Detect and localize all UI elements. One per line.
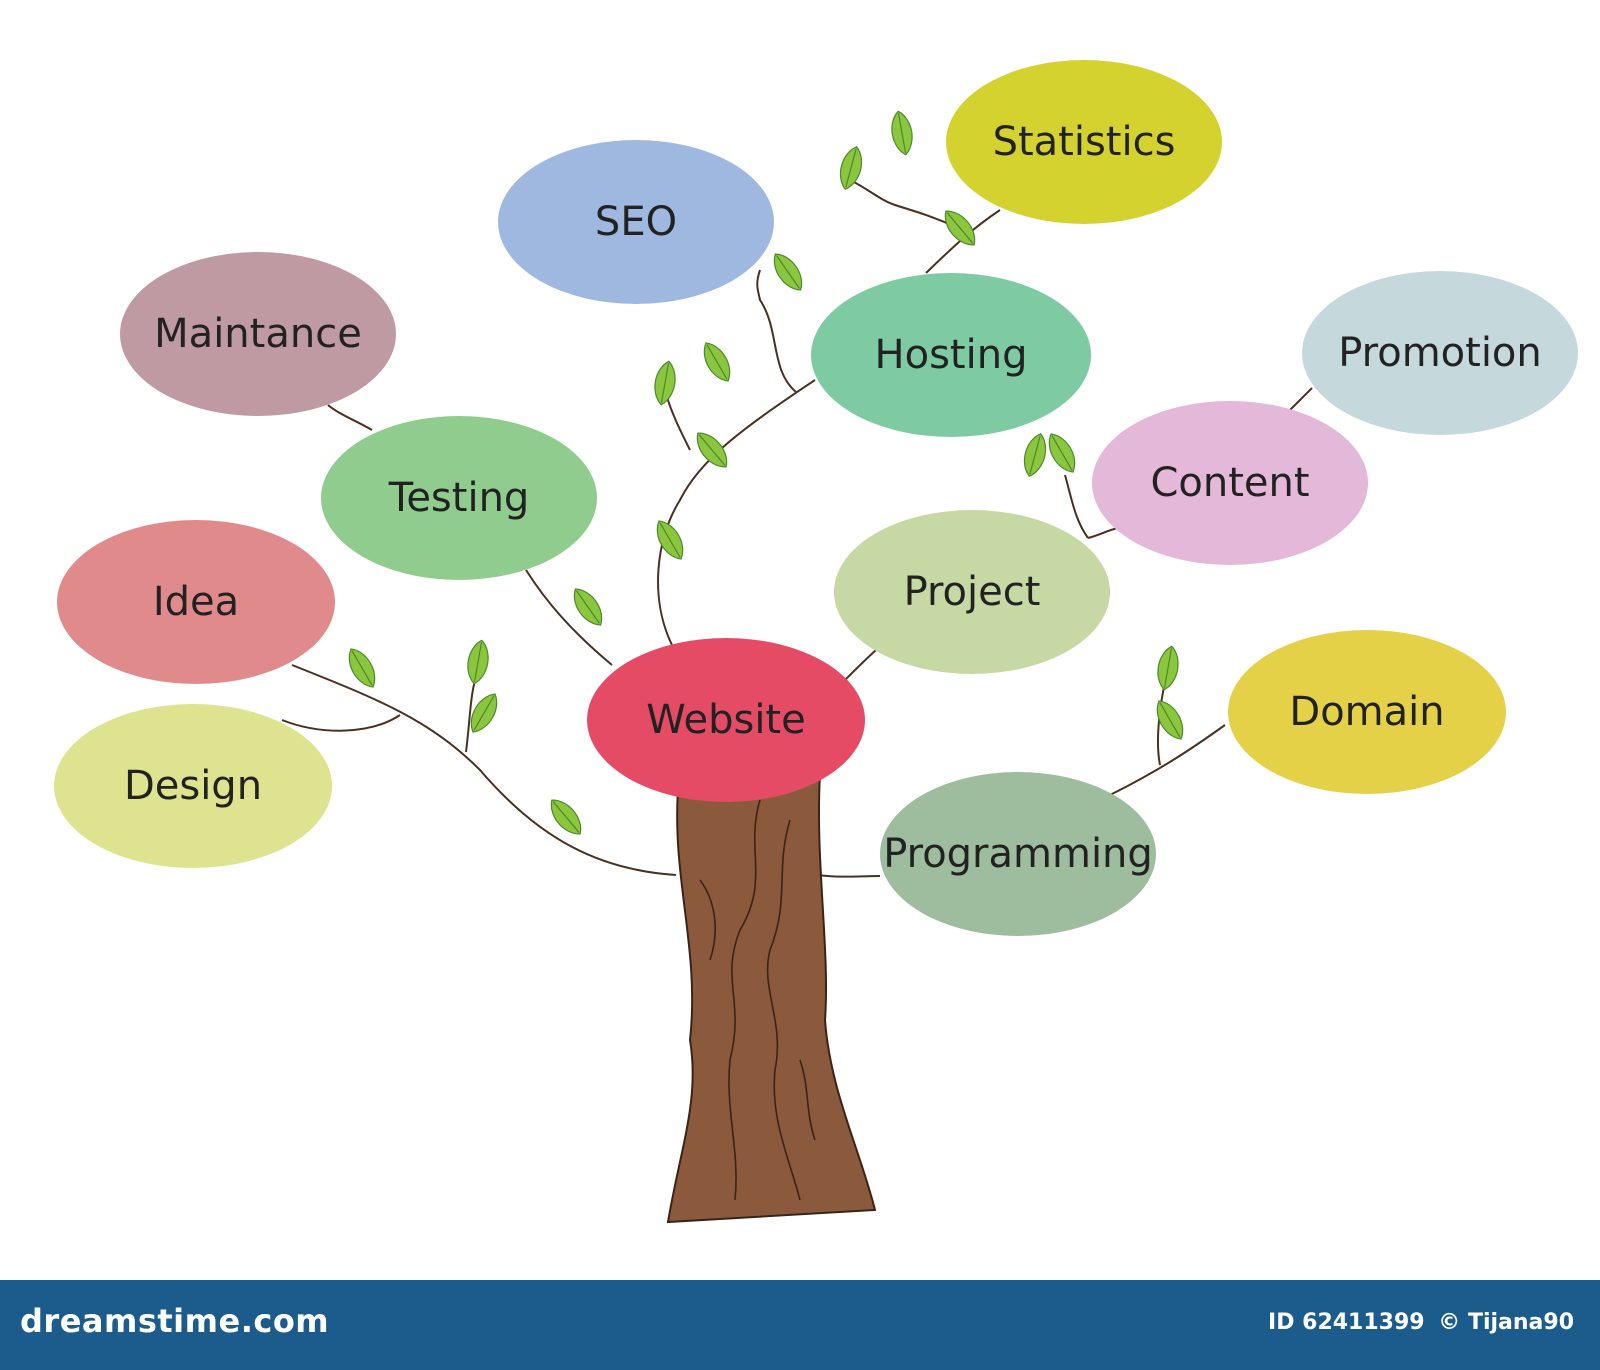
node-website: Website [587,638,865,802]
node-project-label: Project [904,569,1041,615]
node-project-ellipse [834,510,1110,674]
node-programming: Programming [880,772,1156,936]
node-design-label: Design [124,763,262,809]
branch-programming [817,874,881,878]
node-project: Project [834,510,1110,674]
trunk-grain-1 [728,799,761,1201]
node-idea-label: Idea [153,579,239,625]
node-content-ellipse [1092,401,1368,565]
leaf-13 [944,210,976,246]
footer-bar: dreamstime.com ID 62411399 © Tijana90 [0,1280,1600,1370]
node-statistics: Statistics [946,60,1222,224]
leaf-7 [696,432,728,468]
branch-left-main [291,664,677,876]
leaf-4 [550,799,582,835]
branch-content-link [1087,527,1119,539]
node-maintance-ellipse [120,252,396,416]
branch-domain [1109,724,1226,796]
trunk-grain-3 [699,879,716,961]
node-hosting: Hosting [811,273,1091,437]
image-credit: © Tijana90 [1438,1310,1574,1335]
node-programming-ellipse [880,772,1156,936]
node-testing-ellipse [321,416,597,580]
node-domain-ellipse [1228,630,1506,794]
branch-seo [756,269,797,393]
leaf-1 [348,648,376,688]
node-design-ellipse [54,704,332,868]
node-seo: SEO [498,140,774,304]
branch-maintance [327,404,373,431]
branch-center-up [657,379,816,646]
branch-design [281,714,401,732]
node-hosting-label: Hosting [875,332,1028,378]
node-promotion: Promotion [1302,271,1578,435]
node-domain-label: Domain [1289,689,1444,735]
node-programming-label: Programming [883,831,1153,877]
leaf-17 [1156,700,1184,740]
leaf-2 [467,639,489,685]
branch-project [844,649,877,681]
node-seo-ellipse [498,140,774,304]
node-website-label: Website [646,697,805,743]
leaf-14 [1023,433,1047,477]
footer-logo[interactable]: dreamstime.com [20,1302,330,1340]
node-testing-label: Testing [388,475,530,521]
node-statistics-ellipse [946,60,1222,224]
leaf-6 [656,520,684,560]
leaves [348,110,1184,835]
node-seo-label: SEO [595,199,677,245]
node-promotion-label: Promotion [1338,330,1542,376]
leaf-12 [891,110,913,156]
node-maintance: Maintance [120,252,396,416]
node-domain: Domain [1228,630,1506,794]
trunk-grain-4 [799,1059,816,1141]
leaf-9 [703,342,731,382]
leaf-16 [1157,645,1179,691]
node-testing: Testing [321,416,597,580]
image-id-text: ID 62411399 [1268,1310,1425,1335]
leaf-5 [573,588,603,626]
leaf-11 [839,146,863,190]
node-statistics-label: Statistics [993,119,1176,165]
tree-trunk [666,773,877,1224]
node-design: Design [54,704,332,868]
node-content: Content [1092,401,1368,565]
branch-stat-leaves [849,179,959,229]
trunk-grain-2 [766,819,801,1201]
node-website-ellipse [587,638,865,802]
branch-promotion [1289,387,1313,411]
node-content-label: Content [1150,460,1309,506]
leaf-15 [1048,433,1076,473]
branch-leaf-stem-1 [465,679,476,753]
footer-image-id: ID 62411399 © Tijana90 [1268,1310,1580,1335]
node-hosting-ellipse [811,273,1091,437]
leaf-3 [470,693,498,733]
node-maintance-label: Maintance [154,311,362,357]
node-idea: Idea [57,520,335,684]
leaf-8 [654,360,676,406]
leaf-10 [773,253,803,291]
branch-content [1064,474,1089,539]
branch-testing [525,569,613,666]
node-idea-ellipse [57,520,335,684]
node-promotion-ellipse [1302,271,1578,435]
